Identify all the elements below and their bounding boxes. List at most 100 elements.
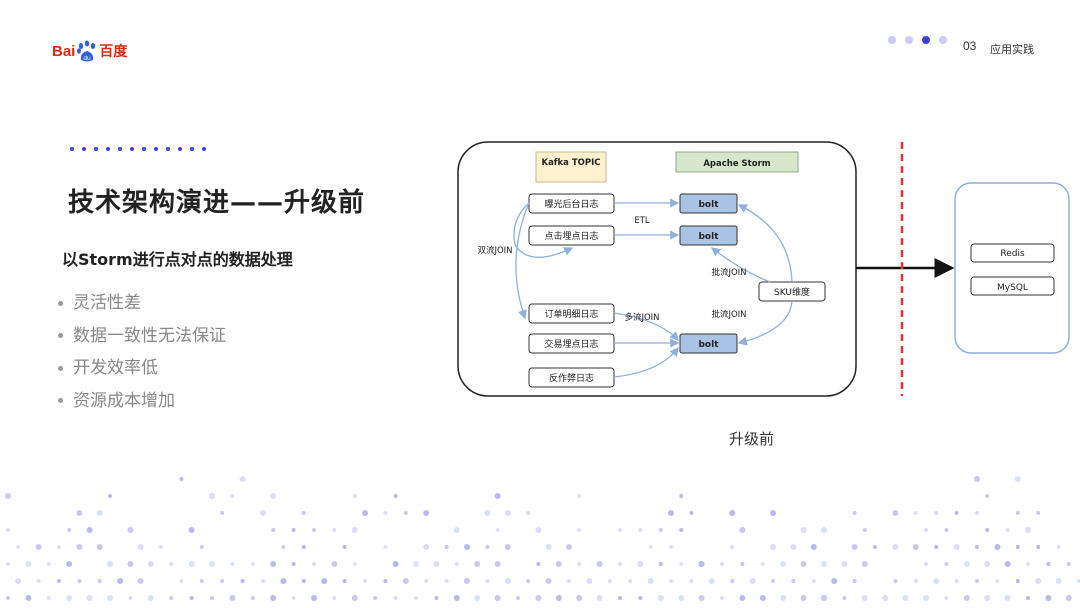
background-dot [311,595,317,601]
background-dot [698,561,705,567]
background-dot [250,562,255,566]
background-dot [86,527,93,533]
source-node-order: 订单明细日志 [528,303,615,324]
background-dot [76,544,83,550]
background-dot [169,562,174,566]
bullet-item: 灵活性差 [58,287,226,320]
background-dot [902,595,909,601]
background-dot [137,578,144,584]
background-dot [708,578,715,584]
background-dot [720,562,724,566]
background-dot [841,561,848,567]
svg-text:bolt: bolt [698,340,719,350]
background-dot [791,579,796,583]
background-dot [250,596,255,600]
background-dot [944,562,949,566]
background-dot [127,527,134,533]
background-dot [944,528,949,532]
background-dot [679,528,684,532]
background-dot [270,561,277,567]
bullet-item: 数据一致性无法保证 [58,320,226,353]
background-dot [912,544,919,550]
background-dot [790,544,797,550]
background-dot [332,596,337,600]
background-dot [934,511,939,515]
background-dot [535,595,542,601]
background-dot [373,596,378,600]
storage-container [954,182,1070,354]
background-dot [658,562,663,566]
background-dot [770,510,776,516]
background-dot [260,510,266,516]
background-dot [229,595,236,601]
logo-text-chinese: 百度 [99,44,128,60]
background-dot [403,511,408,515]
background-dot [128,596,133,600]
background-dot [189,596,194,600]
background-dot [36,579,41,583]
background-dot [1045,595,1052,601]
background-dot [576,595,583,601]
background-dot [638,528,643,532]
background-dot [657,595,664,601]
background-dot [720,596,724,600]
background-dot [771,579,775,583]
background-dot [97,579,102,583]
svg-text:曝光后台日志: 曝光后台日志 [544,198,598,210]
background-dot [66,595,73,601]
background-dot [96,544,103,550]
background-dot [199,579,204,583]
background-dot [96,510,103,516]
diagram-caption: 升级前 [729,430,775,448]
bullet-list: 灵活性差 数据一致性无法保证 开发效率低 资源成本增加 [58,287,226,417]
background-dot [985,494,990,498]
background-dot [892,544,899,550]
background-dot [454,562,459,566]
background-dot [453,595,460,601]
background-dot [1026,562,1030,566]
background-dot [607,579,612,583]
background-dot [179,477,184,481]
background-dot [66,561,73,567]
background-dot [76,510,83,516]
background-dot [985,528,990,532]
background-dot [291,596,296,600]
svg-text:bolt: bolt [698,232,719,242]
background-dot [749,578,756,584]
background-dot [821,561,827,567]
background-dot [984,595,991,601]
background-dot [555,595,562,601]
background-dot [393,494,398,498]
background-dot-pattern [5,476,1080,601]
bolt-node-2: bolt [679,225,738,246]
background-dot [944,596,949,600]
background-dot [281,545,286,549]
background-dot [107,595,113,601]
background-dot [1015,545,1020,549]
background-dot [730,545,735,549]
background-dot [658,528,663,532]
background-dot [301,511,306,515]
background-dot [669,579,673,583]
background-dot [913,511,918,515]
title-decoration-dots [70,147,206,151]
background-dot [1036,511,1041,515]
background-dot [1015,579,1020,583]
bullet-text: 数据一致性无法保证 [73,325,226,346]
background-dot [434,596,439,600]
background-dot [974,476,980,482]
progress-dot-active [922,36,930,44]
background-dot [291,528,296,532]
background-dot [86,595,93,601]
background-dot [351,527,358,533]
background-dot [423,544,430,550]
background-dot [230,562,235,566]
background-dot [1035,578,1042,584]
background-dot [117,578,124,584]
background-dot [270,595,277,601]
background-dot [424,579,429,583]
background-dot [954,579,959,583]
logo-text-bai: Bai [52,42,76,60]
background-dot [393,596,398,600]
background-dot [535,527,542,533]
